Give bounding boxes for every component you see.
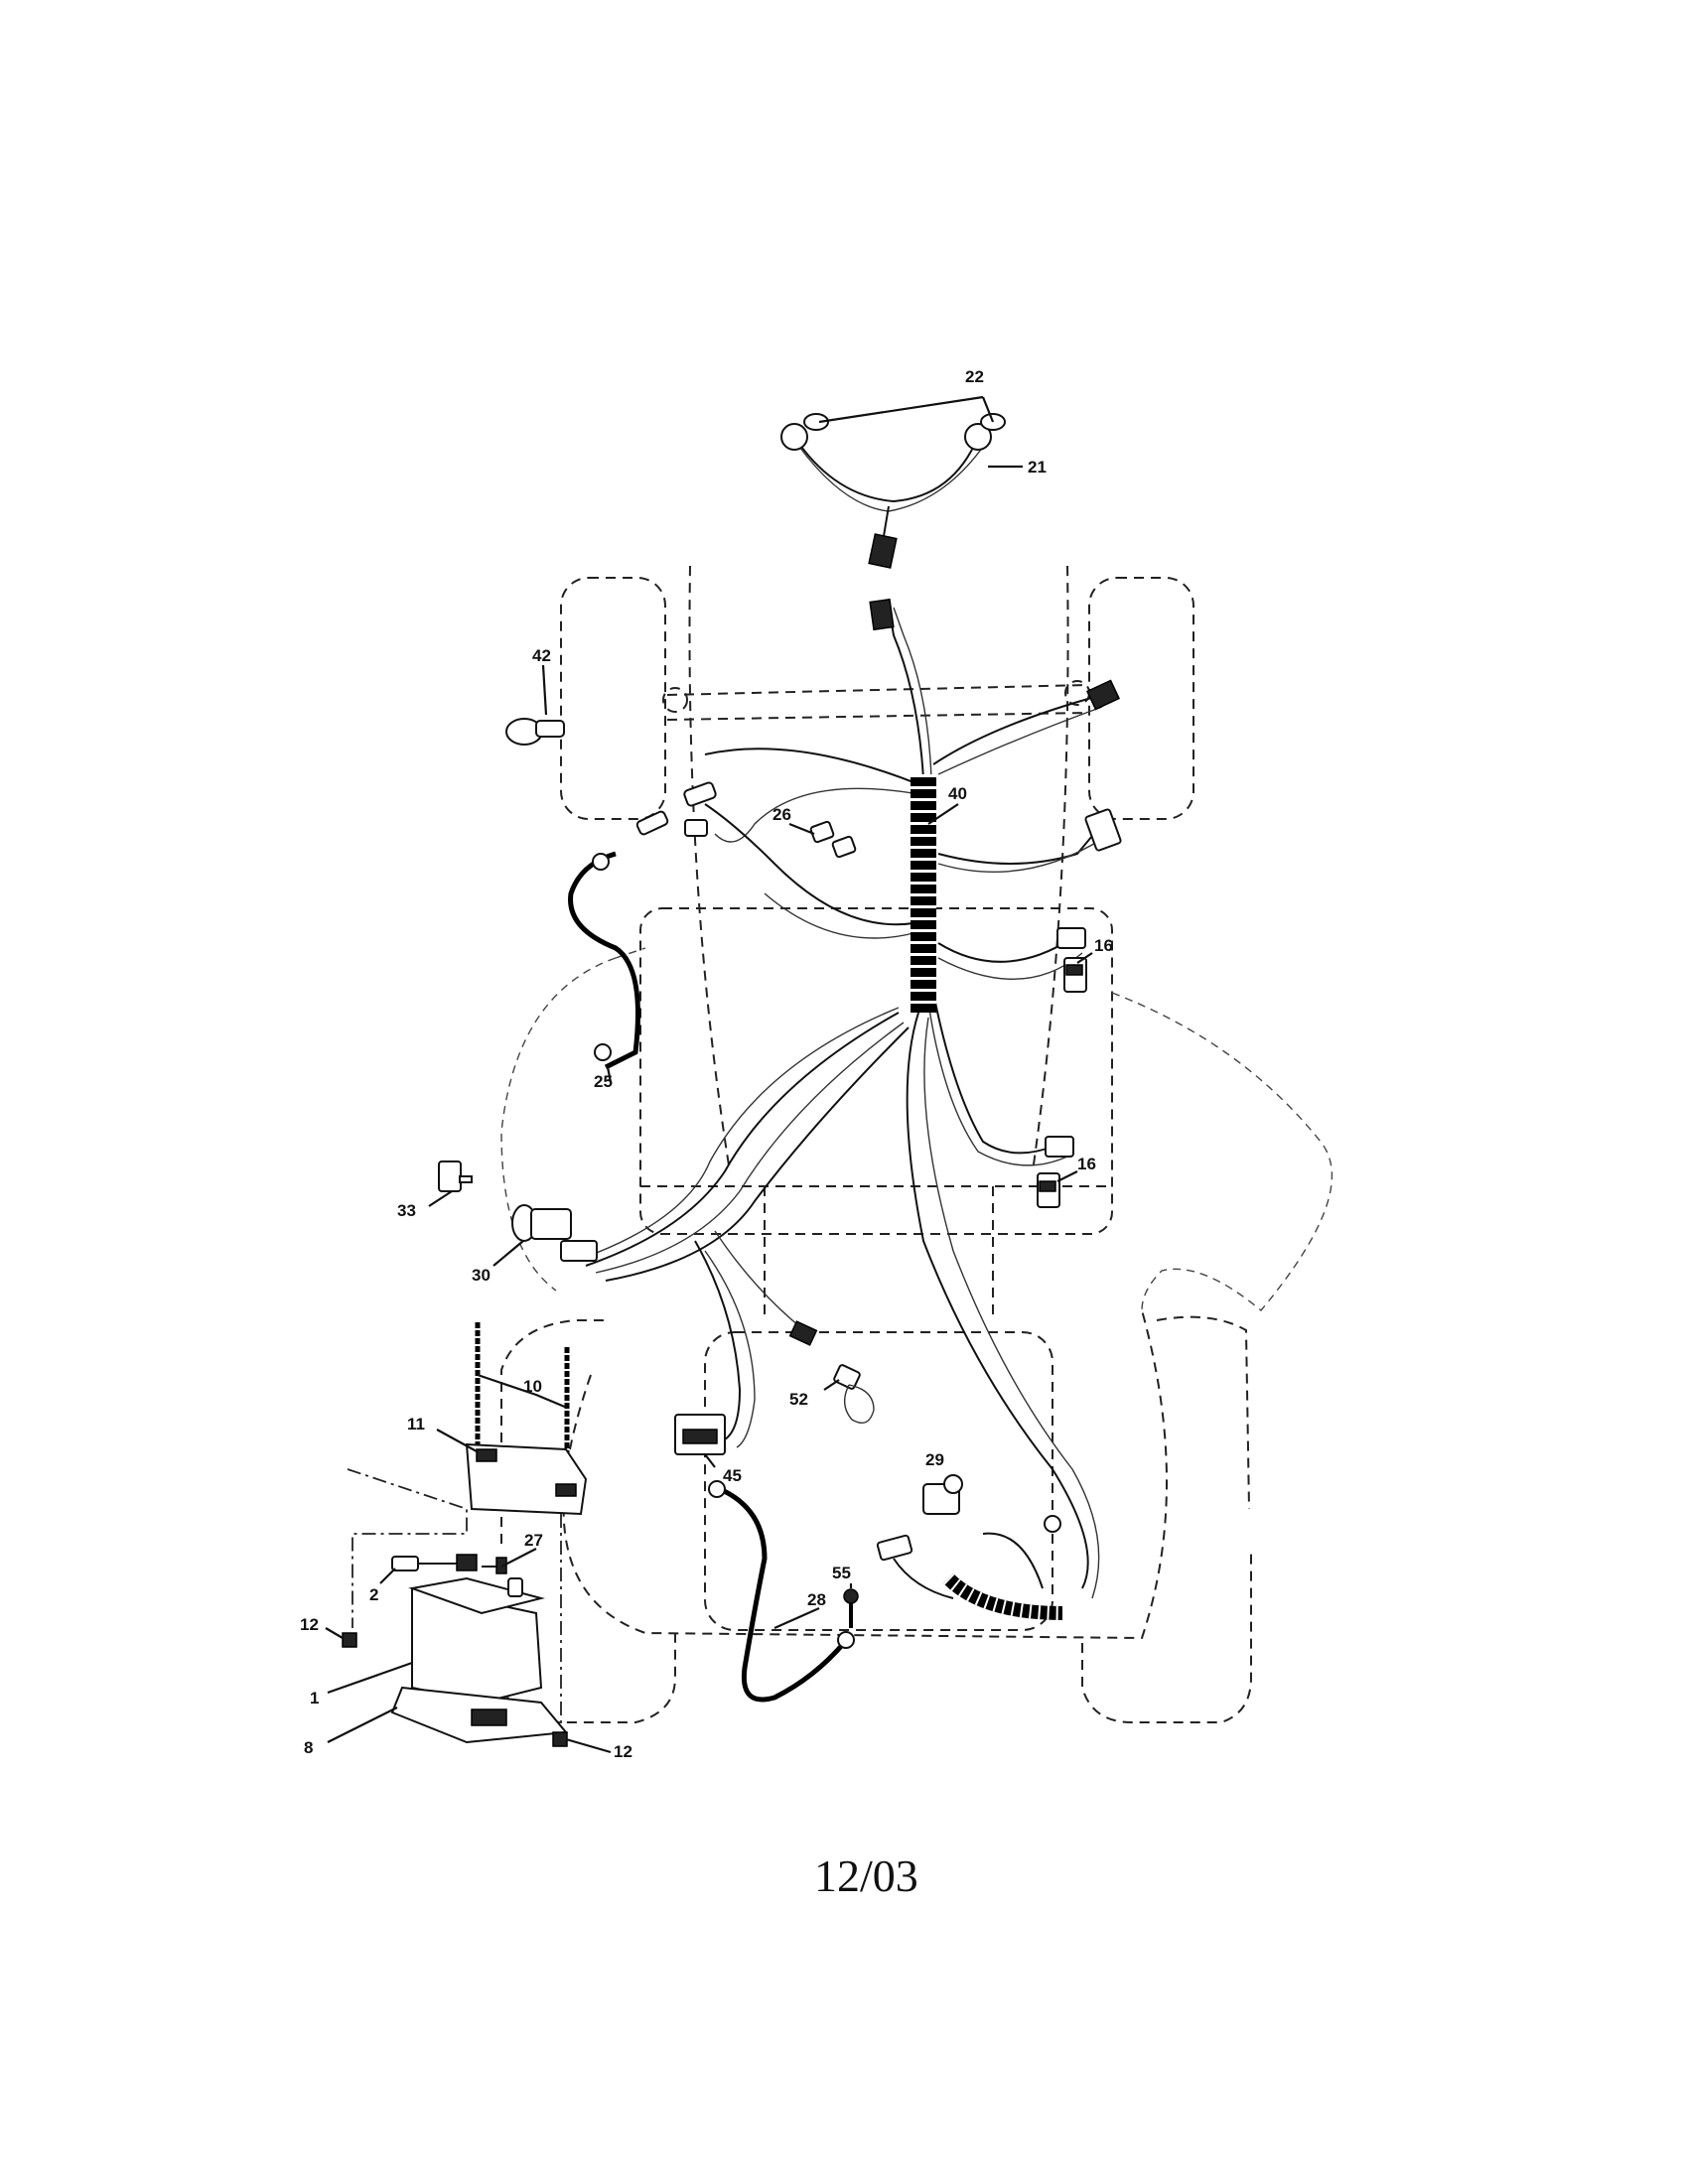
callout-21: 21 <box>1028 458 1047 477</box>
callout-45: 45 <box>723 1466 742 1485</box>
callout-2: 2 <box>369 1585 378 1604</box>
plug-52 <box>833 1364 875 1424</box>
callout-11: 11 <box>407 1415 425 1433</box>
callout-16-lower: 16 <box>1077 1155 1096 1173</box>
key-33 <box>438 1160 473 1192</box>
callout-33: 33 <box>397 1201 416 1220</box>
ground-cable-25 <box>568 851 640 1070</box>
callout-30: 30 <box>472 1266 491 1285</box>
switch-16-lower <box>1037 1136 1074 1208</box>
callout-55: 55 <box>832 1564 851 1582</box>
bolt-55 <box>843 1588 859 1628</box>
seat-connector <box>788 1320 818 1346</box>
callout-8: 8 <box>304 1738 313 1757</box>
tractor-outline <box>500 565 1333 1723</box>
switch-16-upper <box>1056 927 1087 993</box>
callout-25: 25 <box>594 1072 613 1091</box>
headlight-harness <box>780 413 1006 631</box>
callout-29: 29 <box>925 1450 944 1469</box>
connector-right-front <box>1084 679 1122 852</box>
callout-40: 40 <box>948 784 967 803</box>
callout-26: 26 <box>772 805 791 824</box>
relay-26 <box>809 820 857 859</box>
clip-42 <box>505 718 565 746</box>
solenoid-29 <box>876 1474 963 1599</box>
battery-cable-28 <box>708 1480 855 1703</box>
callout-1: 1 <box>310 1689 319 1707</box>
callout-12-left: 12 <box>300 1615 319 1634</box>
date-code: 12/03 <box>814 1850 918 1901</box>
callout-22: 22 <box>965 367 984 386</box>
callout-12-right: 12 <box>614 1742 632 1761</box>
callout-16-upper: 16 <box>1094 936 1113 955</box>
callout-42: 42 <box>532 646 551 665</box>
callout-28: 28 <box>807 1590 826 1609</box>
callout-52: 52 <box>789 1390 808 1409</box>
coiled-cord <box>943 1515 1063 1620</box>
wire-harness <box>580 605 1103 1599</box>
callout-10: 10 <box>523 1377 542 1396</box>
connector-45 <box>674 1414 726 1455</box>
callout-27: 27 <box>524 1531 543 1550</box>
ignition-switch-30 <box>511 1204 598 1262</box>
leader-lines <box>325 395 1093 1754</box>
callouts: 22 21 42 40 26 16 25 16 33 30 52 10 11 2… <box>300 367 1113 1761</box>
fuse-holder <box>635 781 717 837</box>
battery-assembly <box>342 1320 588 1747</box>
